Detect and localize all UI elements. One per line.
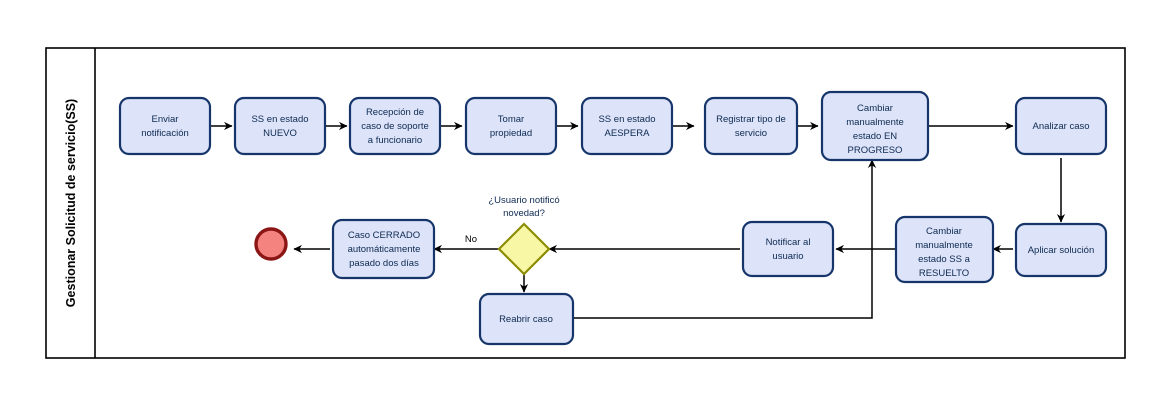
task-shape[interactable] bbox=[894, 215, 995, 284]
edge-label-no: No bbox=[465, 234, 477, 245]
task-ss-estado-aespera[interactable]: SS en estado AESPERA bbox=[580, 96, 674, 156]
task-label-line: Aplicar solución bbox=[1028, 245, 1095, 256]
task-ss-estado-nuevo[interactable]: SS en estado NUEVO bbox=[233, 96, 327, 156]
task-shape[interactable] bbox=[348, 96, 442, 156]
task-label-line: Analizar caso bbox=[1032, 121, 1089, 132]
task-label-line: Cambiar bbox=[857, 103, 893, 114]
task-label-line: usuario bbox=[772, 251, 803, 262]
task-reabrir-caso[interactable]: Reabrir caso bbox=[478, 292, 575, 346]
task-label-line: notificación bbox=[141, 128, 189, 139]
task-label-line: propiedad bbox=[490, 128, 532, 139]
task-label-line: RESUELTO bbox=[919, 268, 969, 279]
task-label-line: manualmente bbox=[915, 240, 973, 251]
task-label-line: Enviar bbox=[152, 114, 179, 125]
pool-frame bbox=[45, 47, 1126, 359]
task-shape[interactable] bbox=[580, 96, 674, 156]
task-label-line: estado SS a bbox=[918, 254, 970, 265]
task-label-line: pasado dos días bbox=[349, 258, 419, 269]
task-label-line: Cambiar bbox=[926, 226, 962, 237]
task-analizar-caso[interactable]: Analizar caso bbox=[1014, 96, 1108, 156]
task-label-line: Reabrir caso bbox=[499, 314, 553, 325]
task-shape[interactable] bbox=[331, 218, 436, 280]
task-label-line: servicio bbox=[735, 128, 767, 139]
task-label-line: SS en estado bbox=[598, 114, 655, 125]
task-shape[interactable] bbox=[118, 96, 212, 156]
gateway-caption-line: novedad? bbox=[503, 208, 545, 219]
task-caso-cerrado[interactable]: Caso CERRADO automáticamente pasado dos … bbox=[331, 218, 436, 280]
task-label-line: Recepción de bbox=[366, 107, 424, 118]
task-label-line: Notificar al bbox=[766, 237, 811, 248]
task-label-line: estado EN bbox=[853, 131, 897, 142]
exclusive-gateway-diamond-icon[interactable] bbox=[497, 222, 551, 276]
sequence-flows bbox=[210, 121, 1066, 319]
task-cambiar-en-progreso[interactable]: Cambiar manualmente estado EN PROGRESO bbox=[820, 90, 930, 162]
gateway-caption-line: ¿Usuario notificó bbox=[488, 195, 559, 206]
task-label-line: Tomar bbox=[498, 114, 524, 125]
task-tomar-propiedad[interactable]: Tomar propiedad bbox=[464, 96, 558, 156]
task-shape[interactable] bbox=[820, 90, 930, 162]
task-label-line: Registrar tipo de bbox=[716, 114, 786, 125]
task-label-line: caso de soporte bbox=[361, 121, 429, 132]
task-aplicar-solucion[interactable]: Aplicar solución bbox=[1014, 222, 1108, 278]
task-recepcion-caso[interactable]: Recepción de caso de soporte a funcionar… bbox=[348, 96, 442, 156]
task-notificar-usuario[interactable]: Notificar al usuario bbox=[741, 220, 835, 278]
task-label-line: NUEVO bbox=[263, 128, 297, 139]
gateway-usuario-notifico-novedad[interactable]: ¿Usuario notificó novedad? bbox=[488, 195, 560, 276]
task-shape[interactable] bbox=[464, 96, 558, 156]
task-registrar-tipo-servicio[interactable]: Registrar tipo de servicio bbox=[703, 96, 799, 156]
task-cambiar-resuelto[interactable]: Cambiar manualmente estado SS a RESUELTO bbox=[894, 215, 995, 284]
task-label-line: SS en estado bbox=[251, 114, 308, 125]
task-label-line: Caso CERRADO bbox=[348, 230, 420, 241]
lane-title: Gestionar Solicitud de servicio(SS) bbox=[64, 99, 78, 307]
task-label-line: a funcionario bbox=[368, 135, 422, 146]
task-label-line: AESPERA bbox=[605, 128, 651, 139]
flow-reabrir-to-cambiar-progreso bbox=[573, 159, 877, 319]
task-shape[interactable] bbox=[703, 96, 799, 156]
task-shape[interactable] bbox=[741, 220, 835, 278]
task-label-line: automáticamente bbox=[348, 244, 421, 255]
end-event[interactable] bbox=[254, 227, 288, 261]
task-enviar-notificacion[interactable]: Enviar notificación bbox=[118, 96, 212, 156]
task-label-line: PROGRESO bbox=[848, 145, 903, 156]
task-shape[interactable] bbox=[1014, 222, 1108, 278]
end-event-circle-icon[interactable] bbox=[254, 227, 288, 261]
task-shape[interactable] bbox=[478, 292, 575, 346]
task-label-line: manualmente bbox=[846, 117, 904, 128]
task-shape[interactable] bbox=[1014, 96, 1108, 156]
task-shape[interactable] bbox=[233, 96, 327, 156]
